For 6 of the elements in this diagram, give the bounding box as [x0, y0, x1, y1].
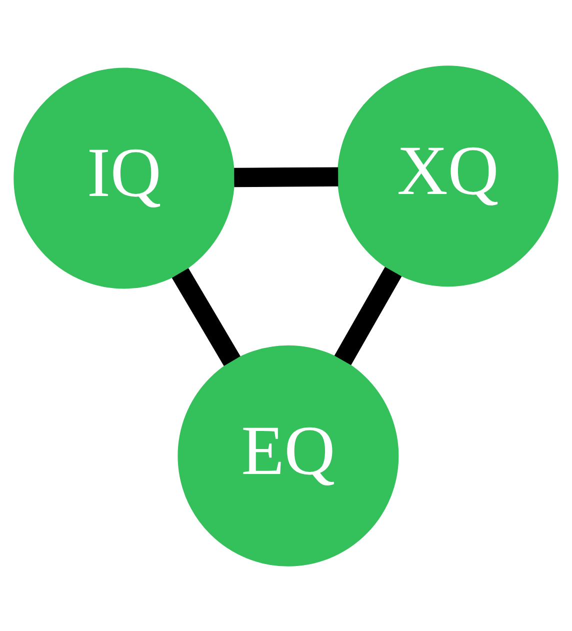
node-circle: EQ — [178, 344, 399, 566]
connector — [234, 166, 338, 187]
connector — [334, 266, 402, 365]
connector — [172, 268, 240, 366]
node-circle: XQ — [337, 65, 558, 286]
node-circle: IQ — [14, 67, 235, 288]
